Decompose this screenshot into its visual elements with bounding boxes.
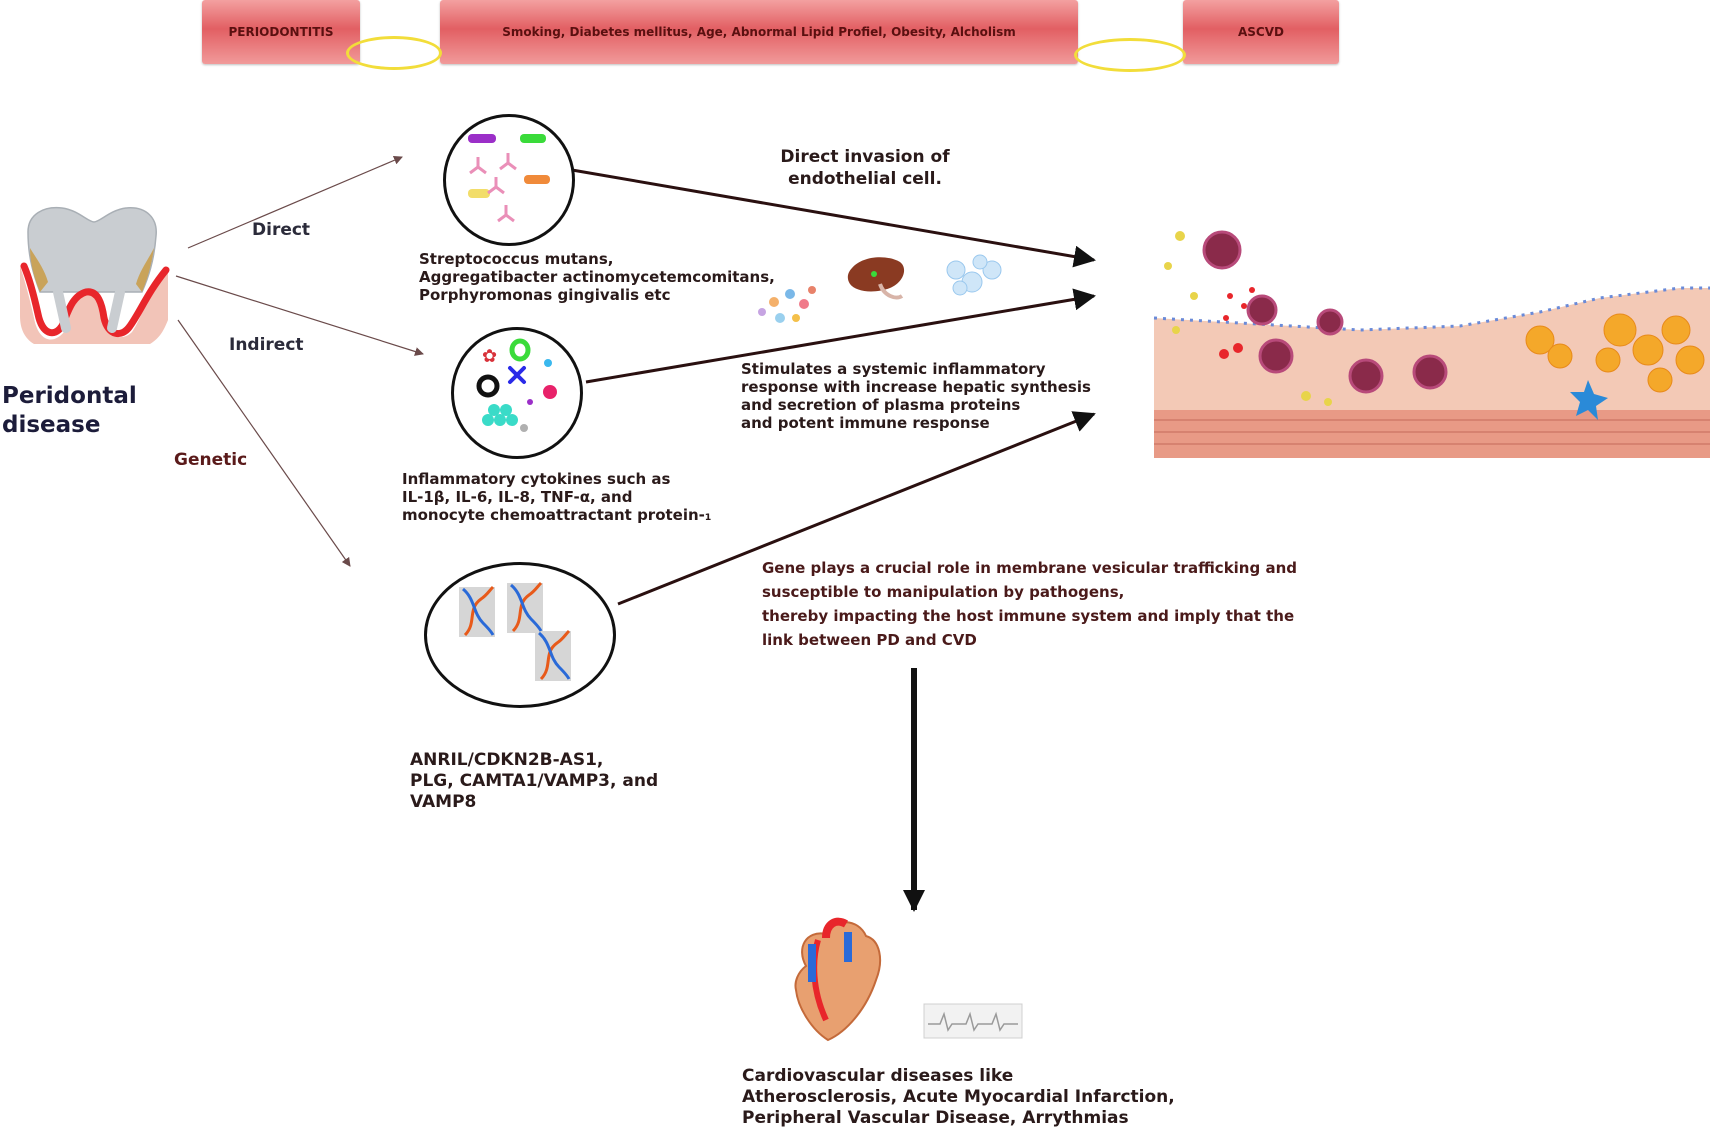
banner-periodontitis-label: PERIODONTITIS [228, 25, 334, 39]
outcome-caption-line1: Cardiovascular diseases like [742, 1066, 1014, 1086]
mechanism-genetic-line3: thereby impacting the host immune system… [762, 607, 1295, 625]
mechanism-direct-line1: Direct invasion of [780, 147, 950, 167]
source-label-line1: Peridontal [2, 383, 137, 409]
mechanism-genetic: Gene plays a crucial role in membrane ve… [762, 556, 1297, 652]
bacteria-icon [468, 134, 550, 223]
mechanism-direct: Direct invasion of endothelial cell. [772, 146, 958, 190]
ecg-strip-icon [923, 1003, 1023, 1039]
arrow-direct-path [187, 155, 403, 249]
heart-icon [794, 917, 882, 1042]
liver-icon [847, 257, 905, 300]
ldl-particles-icon [1164, 231, 1332, 406]
red-cells-icon [1219, 287, 1255, 359]
bacteria-node [443, 114, 575, 246]
mechanism-indirect: Stimulates a systemic inflammatory respo… [741, 360, 1091, 432]
link-ring-right [1074, 38, 1186, 72]
mechanism-genetic-line2: susceptible to manipulation by pathogens… [762, 583, 1125, 601]
bacteria-caption-line3: Porphyromonas gingivalis etc [419, 286, 671, 304]
cytokine-node: ✿ [451, 327, 583, 459]
arrow-gene-link [617, 411, 1096, 606]
path-label-direct: Direct [252, 220, 311, 240]
dna-node [424, 562, 616, 708]
banner-ascvd-label: ASCVD [1238, 25, 1284, 39]
bacteria-caption-line2: Aggregatibacter actinomycetemcomitans, [419, 268, 775, 286]
mechanism-direct-line2: endothelial cell. [788, 169, 942, 189]
banner-ascvd: ASCVD [1183, 0, 1339, 64]
source-label: Peridontal disease [2, 382, 137, 440]
mechanism-indirect-line4: and potent immune response [741, 414, 990, 432]
arrow-genetic-path [177, 319, 351, 567]
outcome-caption-line3: Peripheral Vascular Disease, Arrythmias [742, 1108, 1129, 1128]
arrow-systemic-response [585, 288, 1096, 384]
source-label-line2: disease [2, 412, 101, 438]
cytokines-icon: ✿ [476, 338, 557, 432]
mechanism-indirect-line1: Stimulates a systemic inflammatory [741, 360, 1046, 378]
cytokine-caption: Inflammatory cytokines such as IL-1β, IL… [402, 470, 711, 524]
immune-star-icon [1570, 380, 1608, 420]
mechanism-indirect-line2: response with increase hepatic synthesis [741, 378, 1091, 396]
outcome-caption-line2: Atherosclerosis, Acute Myocardial Infarc… [742, 1087, 1175, 1107]
gene-caption: ANRIL/CDKN2B-AS1, PLG, CAMTA1/VAMP3, and… [410, 750, 658, 813]
dna-icon [459, 581, 571, 681]
gene-caption-line3: VAMP8 [410, 792, 477, 812]
mechanism-genetic-line1: Gene plays a crucial role in membrane ve… [762, 559, 1297, 577]
path-label-indirect: Indirect [229, 335, 304, 355]
cytokine-caption-line1: Inflammatory cytokines such as [402, 470, 671, 488]
link-ring-left [346, 36, 442, 70]
mechanism-genetic-line4: link between PD and CVD [762, 631, 977, 649]
svg-text:✿: ✿ [482, 346, 497, 367]
banner-risk-factors-label: Smoking, Diabetes mellitus, Age, Abnorma… [502, 25, 1016, 39]
gene-caption-line1: ANRIL/CDKN2B-AS1, [410, 750, 604, 770]
cytokine-caption-line3: monocyte chemoattractant protein-₁ [402, 506, 712, 524]
path-label-genetic: Genetic [174, 450, 248, 470]
immune-cells-icon [946, 254, 1002, 296]
banner-risk-factors: Smoking, Diabetes mellitus, Age, Abnorma… [440, 0, 1078, 64]
arrow-direct-invasion [571, 168, 1096, 268]
circulating-cells-icon [758, 286, 816, 323]
banner-periodontitis: PERIODONTITIS [202, 0, 360, 64]
outcome-caption: Cardiovascular diseases like Atheroscler… [742, 1066, 1175, 1129]
plaque-foam-cells-icon [1525, 313, 1705, 393]
gene-caption-line2: PLG, CAMTA1/VAMP3, and [410, 771, 659, 791]
bacteria-caption-line1: Streptococcus mutans, [419, 250, 614, 268]
tooth-icon [20, 206, 170, 344]
bacteria-caption: Streptococcus mutans, Aggregatibacter ac… [419, 250, 775, 304]
monocyte-cells-icon [1202, 230, 1448, 394]
mechanism-indirect-line3: and secretion of plasma proteins [741, 396, 1021, 414]
cytokine-caption-line2: IL-1β, IL-6, IL-8, TNF-α, and [402, 488, 633, 506]
arrow-indirect-path [175, 275, 424, 356]
